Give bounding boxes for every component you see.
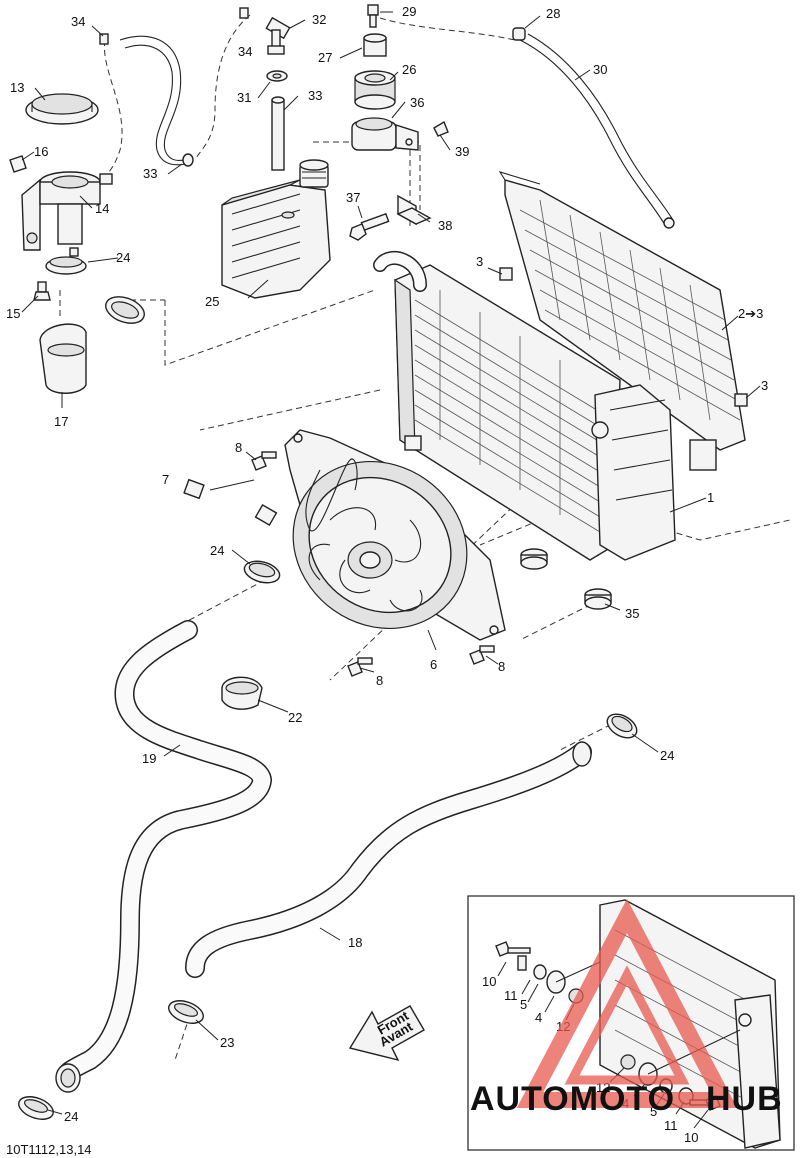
callout-17: 17 bbox=[54, 414, 68, 429]
callout-39: 39 bbox=[455, 144, 469, 159]
watermark-automoto: AUTOMOTO bbox=[470, 1080, 675, 1118]
bolt-8 bbox=[251, 451, 495, 677]
inset-callout-4: 4 bbox=[535, 1010, 542, 1025]
callout-13: 13 bbox=[10, 80, 24, 95]
hose-17 bbox=[39, 323, 87, 394]
cooling-fan-6 bbox=[284, 429, 506, 641]
callout-37: 37 bbox=[346, 190, 360, 205]
callout-19: 19 bbox=[142, 751, 156, 766]
clamp-23 bbox=[168, 1000, 204, 1024]
callout-24: 24 bbox=[116, 250, 130, 265]
clamp-24-fan bbox=[243, 560, 281, 584]
callout-34: 34 bbox=[238, 44, 252, 59]
callout-27: 27 bbox=[318, 50, 332, 65]
filler-neck-14 bbox=[21, 171, 113, 251]
clamp-24-lower-right bbox=[606, 713, 638, 739]
inset-callout-11: 11 bbox=[504, 988, 518, 1003]
inset-callout-5: 5 bbox=[650, 1104, 657, 1119]
clamp-34 bbox=[99, 7, 249, 45]
bushing-27 bbox=[363, 33, 387, 57]
callout-1: 1 bbox=[707, 490, 714, 505]
cap-26 bbox=[354, 70, 396, 110]
watermark-hub: HUB bbox=[706, 1080, 783, 1118]
radiator-1 bbox=[373, 251, 676, 561]
callout-24: 24 bbox=[210, 543, 224, 558]
clamp-22 bbox=[221, 676, 263, 710]
callout-38: 38 bbox=[438, 218, 452, 233]
callout-29: 29 bbox=[402, 4, 416, 19]
callout-35: 35 bbox=[625, 606, 639, 621]
callout-3: 3 bbox=[476, 254, 483, 269]
callout-32: 32 bbox=[312, 12, 326, 27]
clamp-24-bottom bbox=[18, 1096, 54, 1120]
callout-30: 30 bbox=[593, 62, 607, 77]
figure-code: 10T1112,13,14 bbox=[6, 1142, 92, 1157]
callout-33: 33 bbox=[143, 166, 157, 181]
front-direction-arrow: Front Avant bbox=[348, 1005, 425, 1062]
coolant-reservoir-25 bbox=[221, 159, 331, 299]
automotohub-watermark: AUTOMOTO HUB bbox=[470, 898, 783, 1118]
callout-36: 36 bbox=[410, 95, 424, 110]
radiator-cap-13 bbox=[25, 93, 99, 125]
inset-callout-10: 10 bbox=[482, 974, 496, 989]
callout-15: 15 bbox=[6, 306, 20, 321]
washer-39 bbox=[433, 120, 449, 137]
grommet-35 bbox=[520, 548, 612, 610]
clamp-24-right bbox=[105, 296, 145, 324]
overflow-hose-33 bbox=[119, 35, 194, 167]
vent-tube-33 bbox=[271, 96, 285, 171]
hose-18 bbox=[185, 741, 592, 978]
hose-connector-29 bbox=[367, 4, 379, 28]
callout-24: 24 bbox=[660, 748, 674, 763]
bolt-37 bbox=[349, 212, 390, 241]
inset-callout-10: 10 bbox=[684, 1130, 698, 1145]
callout-24: 24 bbox=[64, 1109, 78, 1124]
callout-3: 3 bbox=[761, 378, 768, 393]
hose-19 bbox=[55, 620, 272, 1093]
fan-connector bbox=[254, 503, 278, 527]
elbow-fitting-32 bbox=[265, 16, 291, 55]
callout-28: 28 bbox=[546, 6, 560, 21]
radiator-guard-2 bbox=[498, 171, 746, 471]
callout-26: 26 bbox=[402, 62, 416, 77]
callout-33: 33 bbox=[308, 88, 322, 103]
inset-callout-5: 5 bbox=[520, 997, 527, 1012]
callout-34: 34 bbox=[71, 14, 85, 29]
callout-18: 18 bbox=[348, 935, 362, 950]
inset-callout-11: 11 bbox=[664, 1118, 678, 1133]
callout-22: 22 bbox=[288, 710, 302, 725]
callout-8: 8 bbox=[376, 673, 383, 688]
grommet-31 bbox=[266, 70, 288, 82]
callout-8: 8 bbox=[498, 659, 505, 674]
callout-23: 23 bbox=[220, 1035, 234, 1050]
bracket-38 bbox=[396, 194, 432, 226]
clip-7 bbox=[183, 478, 205, 500]
clip-3-upper bbox=[499, 267, 513, 281]
callout-7: 7 bbox=[162, 472, 169, 487]
bolt-15 bbox=[33, 281, 51, 301]
bracket-36 bbox=[351, 117, 419, 151]
leader-lines bbox=[21, 11, 761, 1115]
callout-8: 8 bbox=[235, 440, 242, 455]
clip-3-lower bbox=[734, 393, 748, 407]
callout-16: 16 bbox=[34, 144, 48, 159]
callout-2-to-3: 2➔3 bbox=[738, 306, 763, 321]
callout-6: 6 bbox=[430, 657, 437, 672]
clamp-24-upper-left bbox=[45, 247, 87, 275]
clamp-28 bbox=[512, 27, 526, 41]
callout-31: 31 bbox=[237, 90, 251, 105]
vent-hose-30 bbox=[519, 33, 675, 229]
callout-numbers: 34 34 32 29 28 30 27 26 31 33 36 39 13 1… bbox=[6, 4, 768, 1124]
callout-14: 14 bbox=[95, 201, 109, 216]
callout-25: 25 bbox=[205, 294, 219, 309]
